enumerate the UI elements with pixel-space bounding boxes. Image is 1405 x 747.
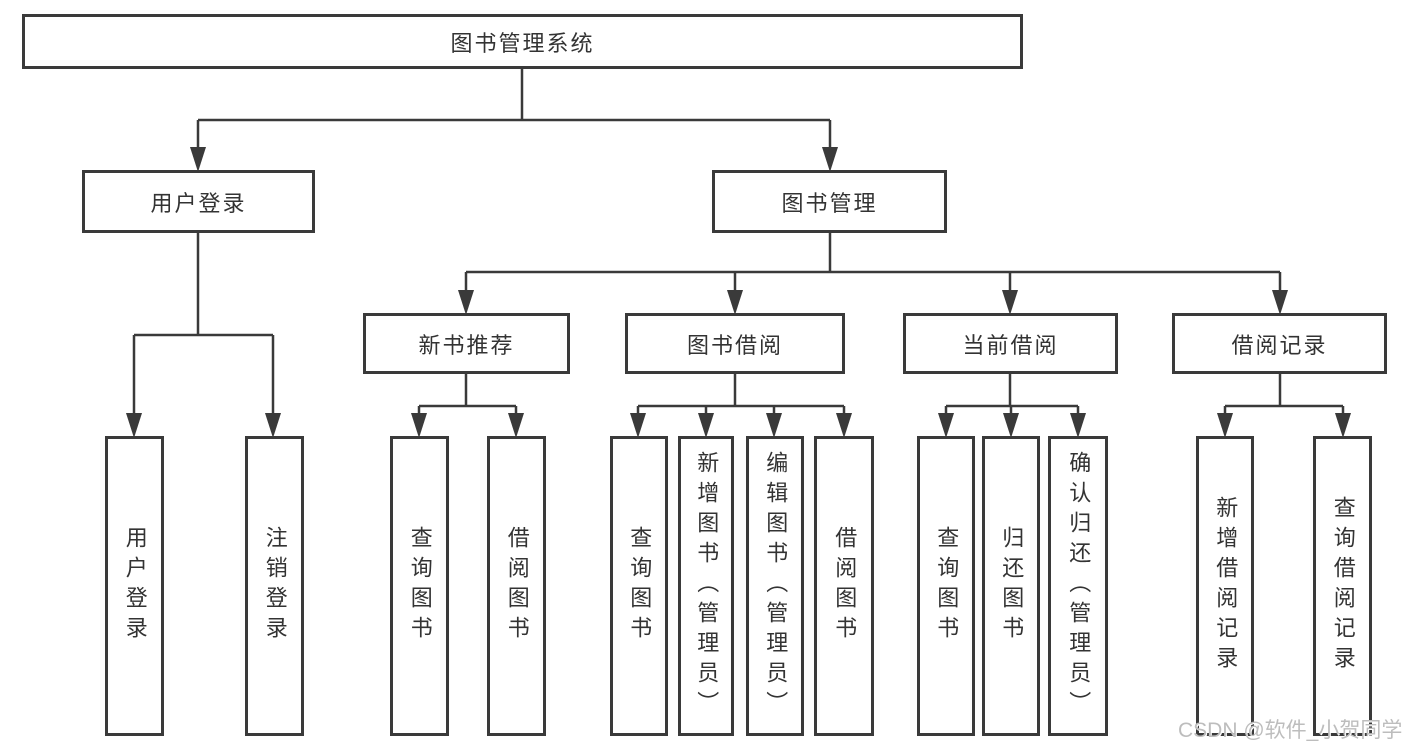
node-book-borrowing-label: 图书借阅 — [686, 332, 783, 358]
node-root: 图书管理系统 — [22, 14, 1023, 69]
node-current-borrowing-label: 当前借阅 — [962, 332, 1059, 358]
leaf-add-borrow-record: 新增借阅记录 — [1196, 436, 1254, 736]
node-borrow-records: 借阅记录 — [1172, 313, 1387, 374]
csdn-watermark: CSDN @软件_小贺同学 — [1178, 719, 1403, 742]
leaf-edit-books-admin: 编辑图书（管理员） — [746, 436, 804, 736]
leaf-logout: 注销登录 — [245, 436, 304, 736]
leaf-add-books-admin: 新增图书（管理员） — [678, 436, 734, 736]
node-borrow-records-label: 借阅记录 — [1231, 332, 1328, 358]
leaf-query-books-borrowing: 查询图书 — [610, 436, 668, 736]
node-new-book-recommend: 新书推荐 — [363, 313, 570, 374]
node-user-login-label: 用户登录 — [150, 190, 247, 216]
leaf-confirm-return-admin: 确认归还（管理员） — [1048, 436, 1108, 736]
node-book-management-label: 图书管理 — [781, 190, 878, 216]
leaf-borrow-books-recommend: 借阅图书 — [487, 436, 546, 736]
leaf-query-books-recommend: 查询图书 — [390, 436, 449, 736]
node-root-label: 图书管理系统 — [450, 30, 595, 56]
leaf-return-books: 归还图书 — [982, 436, 1040, 736]
leaf-query-books-current: 查询图书 — [917, 436, 975, 736]
leaf-query-borrow-record: 查询借阅记录 — [1313, 436, 1372, 736]
leaf-user-login: 用户登录 — [105, 436, 164, 736]
node-current-borrowing: 当前借阅 — [903, 313, 1118, 374]
leaf-borrow-books: 借阅图书 — [814, 436, 874, 736]
node-book-management: 图书管理 — [712, 170, 947, 233]
arrowheads — [126, 147, 1351, 438]
node-user-login: 用户登录 — [82, 170, 315, 233]
node-new-book-recommend-label: 新书推荐 — [418, 332, 515, 358]
node-book-borrowing: 图书借阅 — [625, 313, 845, 374]
